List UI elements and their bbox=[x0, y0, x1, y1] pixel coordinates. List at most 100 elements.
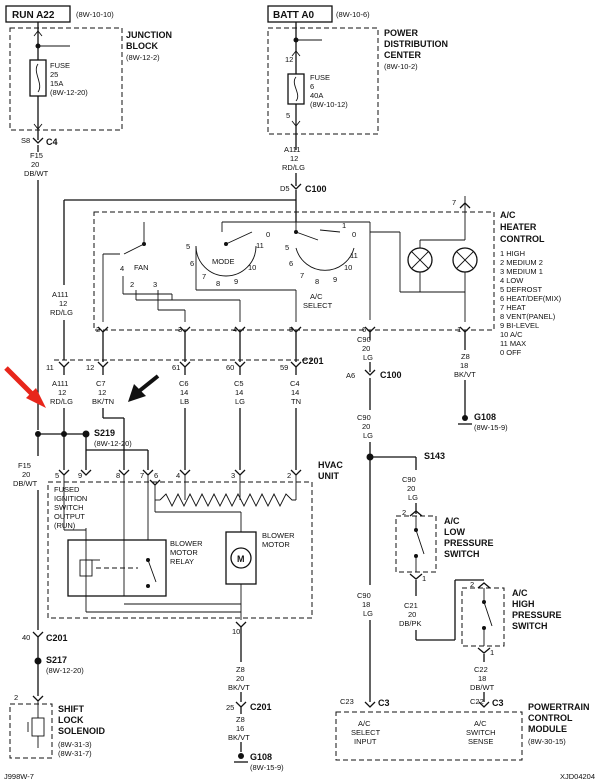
svg-text:10 A/C: 10 A/C bbox=[500, 330, 523, 339]
svg-text:(8W-10-2): (8W-10-2) bbox=[384, 62, 418, 71]
svg-text:20: 20 bbox=[407, 484, 415, 493]
svg-text:C23: C23 bbox=[340, 697, 354, 706]
svg-text:12: 12 bbox=[290, 154, 298, 163]
svg-text:PRESSURE: PRESSURE bbox=[512, 610, 562, 620]
svg-text:DB/WT: DB/WT bbox=[13, 479, 38, 488]
mode-switch-label: MODE bbox=[212, 257, 235, 266]
junction-block: JUNCTION BLOCK (8W-12-2) FUSE 25 15A (8W… bbox=[9, 22, 172, 140]
svg-text:9: 9 bbox=[78, 471, 82, 480]
svg-text:12: 12 bbox=[285, 55, 293, 64]
svg-text:5: 5 bbox=[55, 471, 59, 480]
svg-text:6: 6 bbox=[310, 82, 314, 91]
svg-text:1: 1 bbox=[422, 574, 426, 583]
svg-text:C3: C3 bbox=[492, 698, 504, 708]
motor-icon bbox=[230, 547, 252, 569]
s219-label: S219 bbox=[94, 428, 115, 438]
svg-text:C5: C5 bbox=[234, 379, 244, 388]
fuse-6-icon bbox=[287, 73, 305, 105]
g108-bottom-label: G108 bbox=[250, 752, 272, 762]
svg-text:A111: A111 bbox=[52, 290, 68, 299]
svg-text:3 MEDIUM 1: 3 MEDIUM 1 bbox=[500, 267, 543, 276]
wires-below-c201: A111 12 RD/LG C7 12 BK/TN C6 14 LB C5 14… bbox=[50, 367, 301, 470]
svg-text:8: 8 bbox=[216, 279, 220, 288]
svg-text:2: 2 bbox=[96, 325, 100, 334]
svg-text:40: 40 bbox=[22, 633, 30, 642]
svg-text:7: 7 bbox=[202, 272, 206, 281]
ground-icon bbox=[238, 753, 244, 759]
svg-text:0: 0 bbox=[352, 230, 356, 239]
svg-text:8 VENT(PANEL): 8 VENT(PANEL) bbox=[500, 312, 556, 321]
svg-text:5 DEFROST: 5 DEFROST bbox=[500, 285, 543, 294]
svg-text:BK/TN: BK/TN bbox=[92, 397, 114, 406]
svg-text:BK/VT: BK/VT bbox=[228, 733, 250, 742]
svg-text:RD/LG: RD/LG bbox=[50, 308, 73, 317]
svg-text:C6: C6 bbox=[179, 379, 189, 388]
connector-c201-upper: 11 12 61 60 59 C201 bbox=[46, 356, 324, 372]
svg-text:SENSE: SENSE bbox=[468, 737, 493, 746]
wire-a111-top: A111 12 RD/LG bbox=[282, 145, 305, 172]
svg-text:8: 8 bbox=[315, 277, 319, 286]
svg-text:C21: C21 bbox=[404, 601, 418, 610]
svg-text:MODULE: MODULE bbox=[528, 724, 567, 734]
svg-text:18: 18 bbox=[362, 600, 370, 609]
svg-text:25: 25 bbox=[50, 70, 58, 79]
svg-text:Z8: Z8 bbox=[236, 665, 245, 674]
g108-top-label: G108 bbox=[474, 412, 496, 422]
mode-switch: MODE 5 6 7 8 9 10 11 bbox=[186, 231, 297, 322]
svg-text:SWITCH: SWITCH bbox=[54, 503, 84, 512]
svg-text:4 LOW: 4 LOW bbox=[500, 276, 524, 285]
ground-g108-bottom: G108 (8W-15-9) bbox=[234, 752, 284, 772]
svg-text:A111: A111 bbox=[52, 379, 68, 388]
svg-text:6 HEAT/DEF(MIX): 6 HEAT/DEF(MIX) bbox=[500, 294, 562, 303]
batt-a0-source: BATT A0 (8W-10-6) bbox=[267, 5, 370, 23]
svg-text:C7: C7 bbox=[96, 379, 106, 388]
hvac-unit: HVAC UNIT 5 9 8 7 6 4 3 2 FUSED IGNITION… bbox=[47, 460, 343, 662]
svg-text:1: 1 bbox=[457, 325, 461, 334]
svg-text:20: 20 bbox=[236, 674, 244, 683]
svg-text:1: 1 bbox=[490, 648, 494, 657]
connector-c4: S8 C4 F15 20 DB/WT bbox=[21, 136, 58, 178]
c201-lower-label: C201 bbox=[46, 633, 68, 643]
c201-lower2-label: C201 bbox=[250, 702, 272, 712]
svg-text:6: 6 bbox=[289, 259, 293, 268]
svg-text:A6: A6 bbox=[346, 371, 355, 380]
svg-text:12: 12 bbox=[59, 299, 67, 308]
ac-heater-legend: 1 HIGH 2 MEDIUM 2 3 MEDIUM 1 4 LOW 5 DEF… bbox=[500, 249, 562, 357]
wire-c90-low: C90 18 LG bbox=[357, 591, 373, 702]
svg-text:10: 10 bbox=[232, 627, 240, 636]
svg-text:(8W-12-2): (8W-12-2) bbox=[126, 53, 160, 62]
splice-s217: S217 (8W-12-20) bbox=[34, 655, 84, 696]
svg-text:2 MEDIUM 2: 2 MEDIUM 2 bbox=[500, 258, 543, 267]
svg-text:(8W-31-3): (8W-31-3) bbox=[58, 740, 92, 749]
svg-text:2: 2 bbox=[287, 471, 291, 480]
lp-switch-title: A/C bbox=[444, 516, 460, 526]
svg-text:4: 4 bbox=[120, 264, 124, 273]
svg-text:OUTPUT: OUTPUT bbox=[54, 512, 85, 521]
ac-select-switch: A/C SELECT 5 6 7 8 9 10 11 0 1 0 bbox=[266, 221, 358, 310]
svg-text:5: 5 bbox=[289, 325, 293, 334]
svg-text:C90: C90 bbox=[357, 413, 371, 422]
svg-text:9: 9 bbox=[234, 277, 238, 286]
svg-text:SWITCH: SWITCH bbox=[444, 549, 480, 559]
hvac-title: HVAC bbox=[318, 460, 343, 470]
svg-text:BLOCK: BLOCK bbox=[126, 41, 158, 51]
svg-text:3: 3 bbox=[231, 471, 235, 480]
svg-text:(8W-12-20): (8W-12-20) bbox=[46, 666, 84, 675]
svg-text:HIGH: HIGH bbox=[512, 599, 535, 609]
connector-c100-mid: A6 C100 C90 20 LG bbox=[346, 362, 402, 585]
run-a22-source: RUN A22 (8W-10-10) bbox=[5, 5, 114, 23]
svg-text:3: 3 bbox=[178, 325, 182, 334]
svg-text:4: 4 bbox=[176, 471, 180, 480]
power-distribution-center: POWER DISTRIBUTION CENTER (8W-10-2) 12 5… bbox=[267, 22, 448, 150]
svg-text:SWITCH: SWITCH bbox=[512, 621, 548, 631]
ground-g108-top: G108 (8W-15-9) bbox=[458, 412, 508, 432]
svg-text:6: 6 bbox=[154, 471, 158, 480]
svg-text:2: 2 bbox=[402, 508, 406, 517]
wire-a111-mid: A111 12 RD/LG bbox=[50, 199, 296, 360]
black-pointer-arrow bbox=[128, 374, 160, 402]
fuse-25-icon bbox=[29, 59, 47, 97]
footer-right-code: XJD04204 bbox=[560, 772, 595, 781]
svg-text:11 MAX: 11 MAX bbox=[500, 339, 526, 348]
svg-text:LOCK: LOCK bbox=[58, 715, 84, 725]
